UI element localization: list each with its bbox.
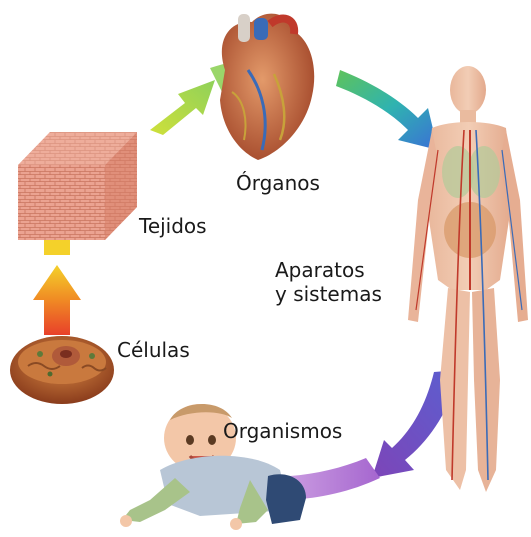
label-systems-line1: Aparatos: [275, 258, 382, 282]
label-tissues: Tejidos: [139, 214, 207, 238]
label-cells: Células: [117, 338, 190, 362]
tissue-block-illustration: [18, 132, 137, 240]
arrow-tissues-to-organs: [150, 80, 215, 135]
label-organisms: Organismos: [223, 419, 342, 443]
arrow-cells-to-tissues: [33, 235, 81, 335]
label-systems-line2: y sistemas: [275, 282, 382, 306]
label-organs: Órganos: [236, 171, 320, 195]
label-systems: Aparatos y sistemas: [275, 258, 382, 306]
heart-organ-illustration: [220, 14, 314, 160]
cell-illustration: [10, 336, 114, 404]
arrow-organs-to-systems: [336, 70, 438, 150]
